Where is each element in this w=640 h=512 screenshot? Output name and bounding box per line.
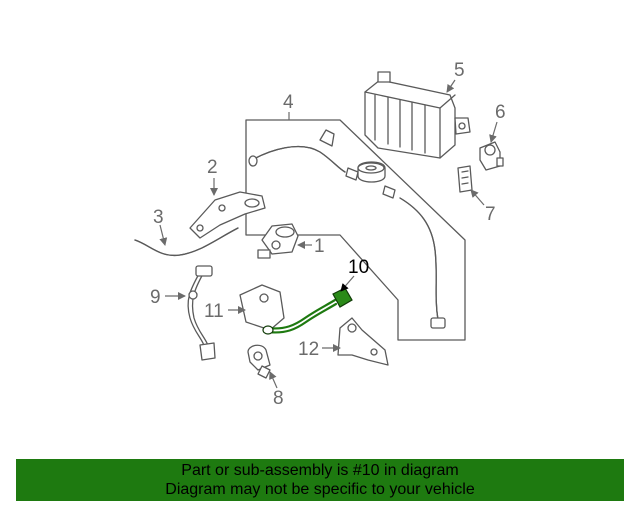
callout-10: 10 <box>348 257 369 278</box>
callout-4: 4 <box>283 92 294 113</box>
part-12-bracket[interactable] <box>337 317 389 366</box>
part-5-canister[interactable] <box>364 71 471 159</box>
leader-5 <box>446 79 456 93</box>
leader-3 <box>159 224 168 246</box>
part-8-sensor[interactable] <box>247 344 271 379</box>
part-7-connector[interactable] <box>457 165 473 193</box>
part-6-valve[interactable] <box>479 141 504 171</box>
part-11-heat-shield[interactable] <box>239 284 285 331</box>
callout-12: 12 <box>298 339 319 360</box>
callout-7: 7 <box>485 204 496 225</box>
leader-8 <box>269 371 278 389</box>
leader-6 <box>489 121 498 143</box>
info-banner: Part or sub-assembly is #10 in diagram D… <box>16 459 624 501</box>
banner-line-2: Diagram may not be specific to your vehi… <box>165 481 475 498</box>
part-9-sensor[interactable] <box>187 265 216 361</box>
callout-3: 3 <box>153 207 164 228</box>
leader-7 <box>470 189 485 206</box>
callout-5: 5 <box>454 60 465 81</box>
callout-1: 1 <box>314 236 325 257</box>
callout-2: 2 <box>207 157 218 178</box>
part-4-hose-assembly[interactable] <box>248 129 446 329</box>
part-2-bracket[interactable] <box>189 191 266 239</box>
leader-10 <box>340 275 355 292</box>
part-3-hose[interactable] <box>134 227 239 257</box>
parts-diagram: 1 2 3 4 5 6 7 8 9 10 11 12 <box>134 60 506 409</box>
callout-9: 9 <box>150 287 161 308</box>
callout-8: 8 <box>273 388 284 409</box>
part-10-oxygen-sensor[interactable] <box>262 287 353 335</box>
part-1-valve[interactable] <box>257 223 299 259</box>
banner-line-1: Part or sub-assembly is #10 in diagram <box>181 462 459 479</box>
callout-11: 11 <box>204 301 224 322</box>
callout-6: 6 <box>495 102 506 123</box>
